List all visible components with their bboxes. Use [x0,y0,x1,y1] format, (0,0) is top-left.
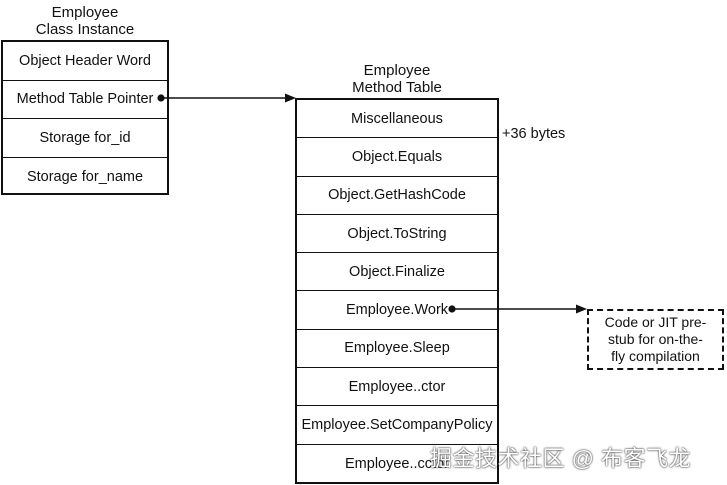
object-equals-cell: Object.Equals [297,138,497,177]
watermark-text: 掘金技术社区 @ 布客飞龙 [430,446,692,471]
instance-title: Employee Class Instance [5,4,165,38]
jit-stub-box: Code or JIT pre- stub for on-the- fly co… [587,309,724,370]
jit-stub-line1: Code or JIT pre- [604,314,707,330]
method-table-pointer-arrow [157,93,296,103]
object-finalize-cell: Object.Finalize [297,253,497,292]
storage-name-cell: Storage for_name [26,168,144,185]
jit-stub-line3: fly compilation [611,348,700,364]
miscellaneous-cell: Miscellaneous [297,100,497,139]
work-arrowhead [576,304,587,314]
object-tostring-cell: Object.ToString [297,215,497,254]
employee-ctor-cell: Employee..ctor [297,368,497,407]
employee-work-cell: Employee.Work [297,291,497,330]
method-table-title-line1: Employee [363,62,431,79]
employee-cctor-cell: Employee..cctor [345,455,449,472]
object-header-word-cell: Object Header Word [3,42,167,81]
jit-stub-text: Code or JIT pre- stub for on-the- fly co… [605,314,707,365]
offset-label: +36 bytes [502,126,566,142]
method-table-title-line2: Method Table [352,79,442,96]
method-table-box: Miscellaneous Object.Equals Object.GetHa… [295,98,499,484]
method-table-pointer-cell: Method Table Pointer [3,81,167,119]
instance-title-line1: Employee [51,4,119,21]
storage-id-cell: Storage for_id [3,119,167,158]
employee-setcompanypolicy-cell: Employee.SetCompanyPolicy [297,406,497,445]
employee-sleep-cell: Employee.Sleep [297,330,497,369]
class-instance-box: Object Header Word Method Table Pointer … [1,40,169,195]
object-gethashcode-cell: Object.GetHashCode [297,177,497,215]
method-table-title: Employee Method Table [297,62,497,96]
instance-title-line2: Class Instance [35,21,135,38]
jit-stub-line2: stub for on-the- [608,331,703,347]
